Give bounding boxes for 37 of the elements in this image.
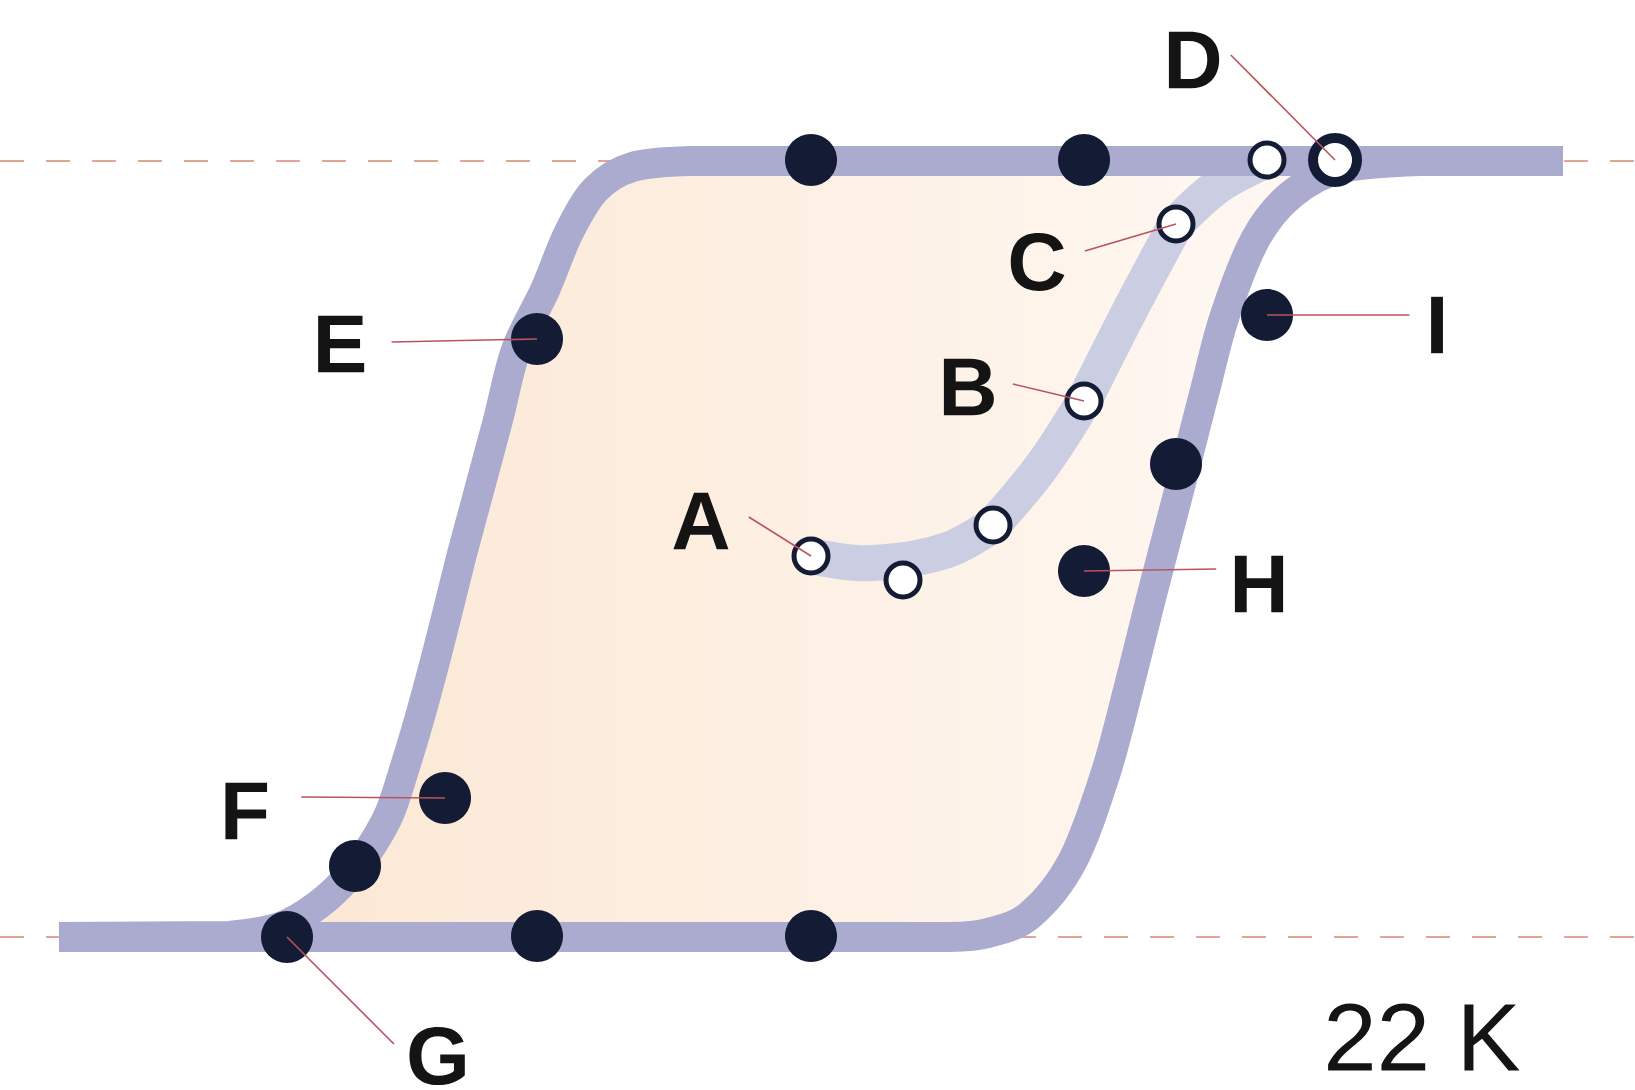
leader-line — [390, 338, 538, 343]
data-point — [1247, 140, 1287, 180]
leader-line — [286, 936, 395, 1045]
point-label: G — [409, 1027, 465, 1086]
point-label: D — [1168, 31, 1220, 89]
leader-line — [1084, 223, 1177, 252]
point-label: H — [1234, 555, 1284, 613]
leader-line — [1083, 568, 1217, 572]
data-point — [261, 911, 313, 963]
data-point — [1308, 133, 1362, 187]
point-label: I — [1431, 296, 1443, 354]
point-label: A — [673, 492, 729, 550]
data-point — [1241, 289, 1293, 341]
data-point — [419, 772, 471, 824]
leader-line — [748, 516, 812, 557]
data-point — [511, 910, 563, 962]
leader-line — [300, 796, 446, 799]
data-point — [973, 505, 1013, 545]
data-point — [329, 840, 381, 892]
temperature-label: 22 K — [1328, 1003, 1520, 1071]
point-label: F — [225, 782, 268, 840]
data-point — [1150, 438, 1202, 490]
leader-line — [1266, 314, 1411, 316]
data-point — [785, 910, 837, 962]
point-label: B — [943, 358, 994, 416]
data-point — [883, 560, 923, 600]
data-point — [785, 134, 837, 186]
point-label: C — [1010, 233, 1065, 292]
data-point — [511, 313, 563, 365]
data-point — [1156, 204, 1196, 244]
leader-line — [1012, 383, 1085, 402]
data-point — [791, 536, 831, 576]
leader-line — [1230, 54, 1336, 161]
data-point — [1058, 545, 1110, 597]
point-label: E — [318, 315, 365, 373]
data-point — [1058, 134, 1110, 186]
data-point — [1064, 381, 1104, 421]
